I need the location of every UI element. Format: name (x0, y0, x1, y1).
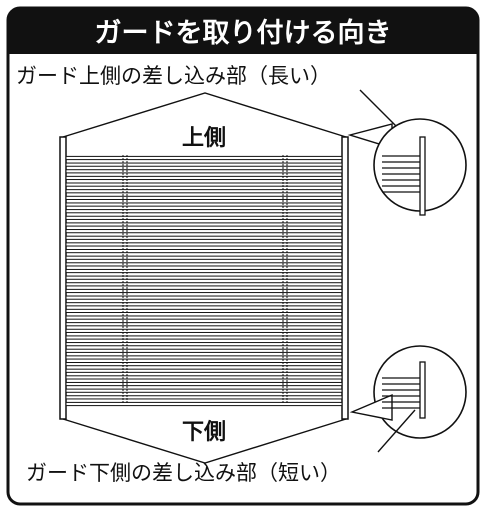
guard-slat (65, 242, 343, 247)
guard-slat (65, 302, 343, 307)
guard-panel (59, 136, 349, 420)
guard-slat (65, 209, 343, 214)
lower-detail-slats (382, 377, 420, 409)
title-bar (8, 8, 478, 54)
guard-slat (65, 182, 343, 187)
guard-slat (65, 255, 343, 260)
lower-insert-label: ガード下側の差し込み部（短い） (26, 461, 341, 485)
guard-slat (65, 295, 343, 300)
upper-bracket (62, 92, 347, 138)
lower-detail-callout (349, 345, 467, 453)
guard-slat (65, 328, 343, 333)
guard-slat (65, 335, 343, 340)
lower-leader-line (377, 409, 416, 453)
guard-slat (65, 401, 343, 407)
right-post (341, 136, 349, 420)
guard-slat (65, 175, 343, 181)
lower-side-label: 下側 (182, 420, 226, 445)
guard-slat (65, 395, 343, 400)
guard-slat (65, 381, 343, 387)
lower-bracket (62, 418, 347, 464)
guard-slat (65, 248, 343, 254)
upper-detail-slats (382, 155, 420, 193)
guard-slat (65, 348, 343, 353)
guard-slat (65, 195, 343, 200)
guard-slat (65, 362, 343, 367)
guard-slat (65, 229, 343, 234)
left-post (59, 136, 67, 420)
upper-detail-post (419, 136, 426, 216)
guard-slat (65, 388, 343, 393)
guard-slat (65, 308, 343, 314)
guard-slat (65, 268, 343, 274)
guard-slat (65, 288, 343, 294)
guard-slat (65, 235, 343, 240)
guard-slat (65, 189, 343, 194)
upper-insert-label: ガード上側の差し込み部（長い） (16, 64, 331, 88)
guard-slat (65, 222, 343, 227)
lower-detail-post (419, 361, 426, 419)
guard-slat (65, 355, 343, 360)
guard-slat (65, 169, 343, 174)
guard-slat (65, 282, 343, 287)
guard-slat (65, 162, 343, 167)
upper-side-label: 上側 (182, 126, 226, 151)
guard-slat (65, 202, 343, 207)
guard-slat (65, 155, 343, 161)
guard-slat (65, 262, 343, 267)
guard-slat (65, 322, 343, 327)
guard-slat (65, 368, 343, 373)
guard-slat (65, 375, 343, 380)
diagram-title: ガードを取り付ける向き (95, 17, 392, 49)
upper-detail-callout (347, 89, 467, 216)
guard-slats (65, 155, 343, 407)
guard-slat (65, 275, 343, 280)
guard-slat (65, 342, 343, 347)
guard-slat (65, 215, 343, 220)
guard-slat (65, 315, 343, 320)
